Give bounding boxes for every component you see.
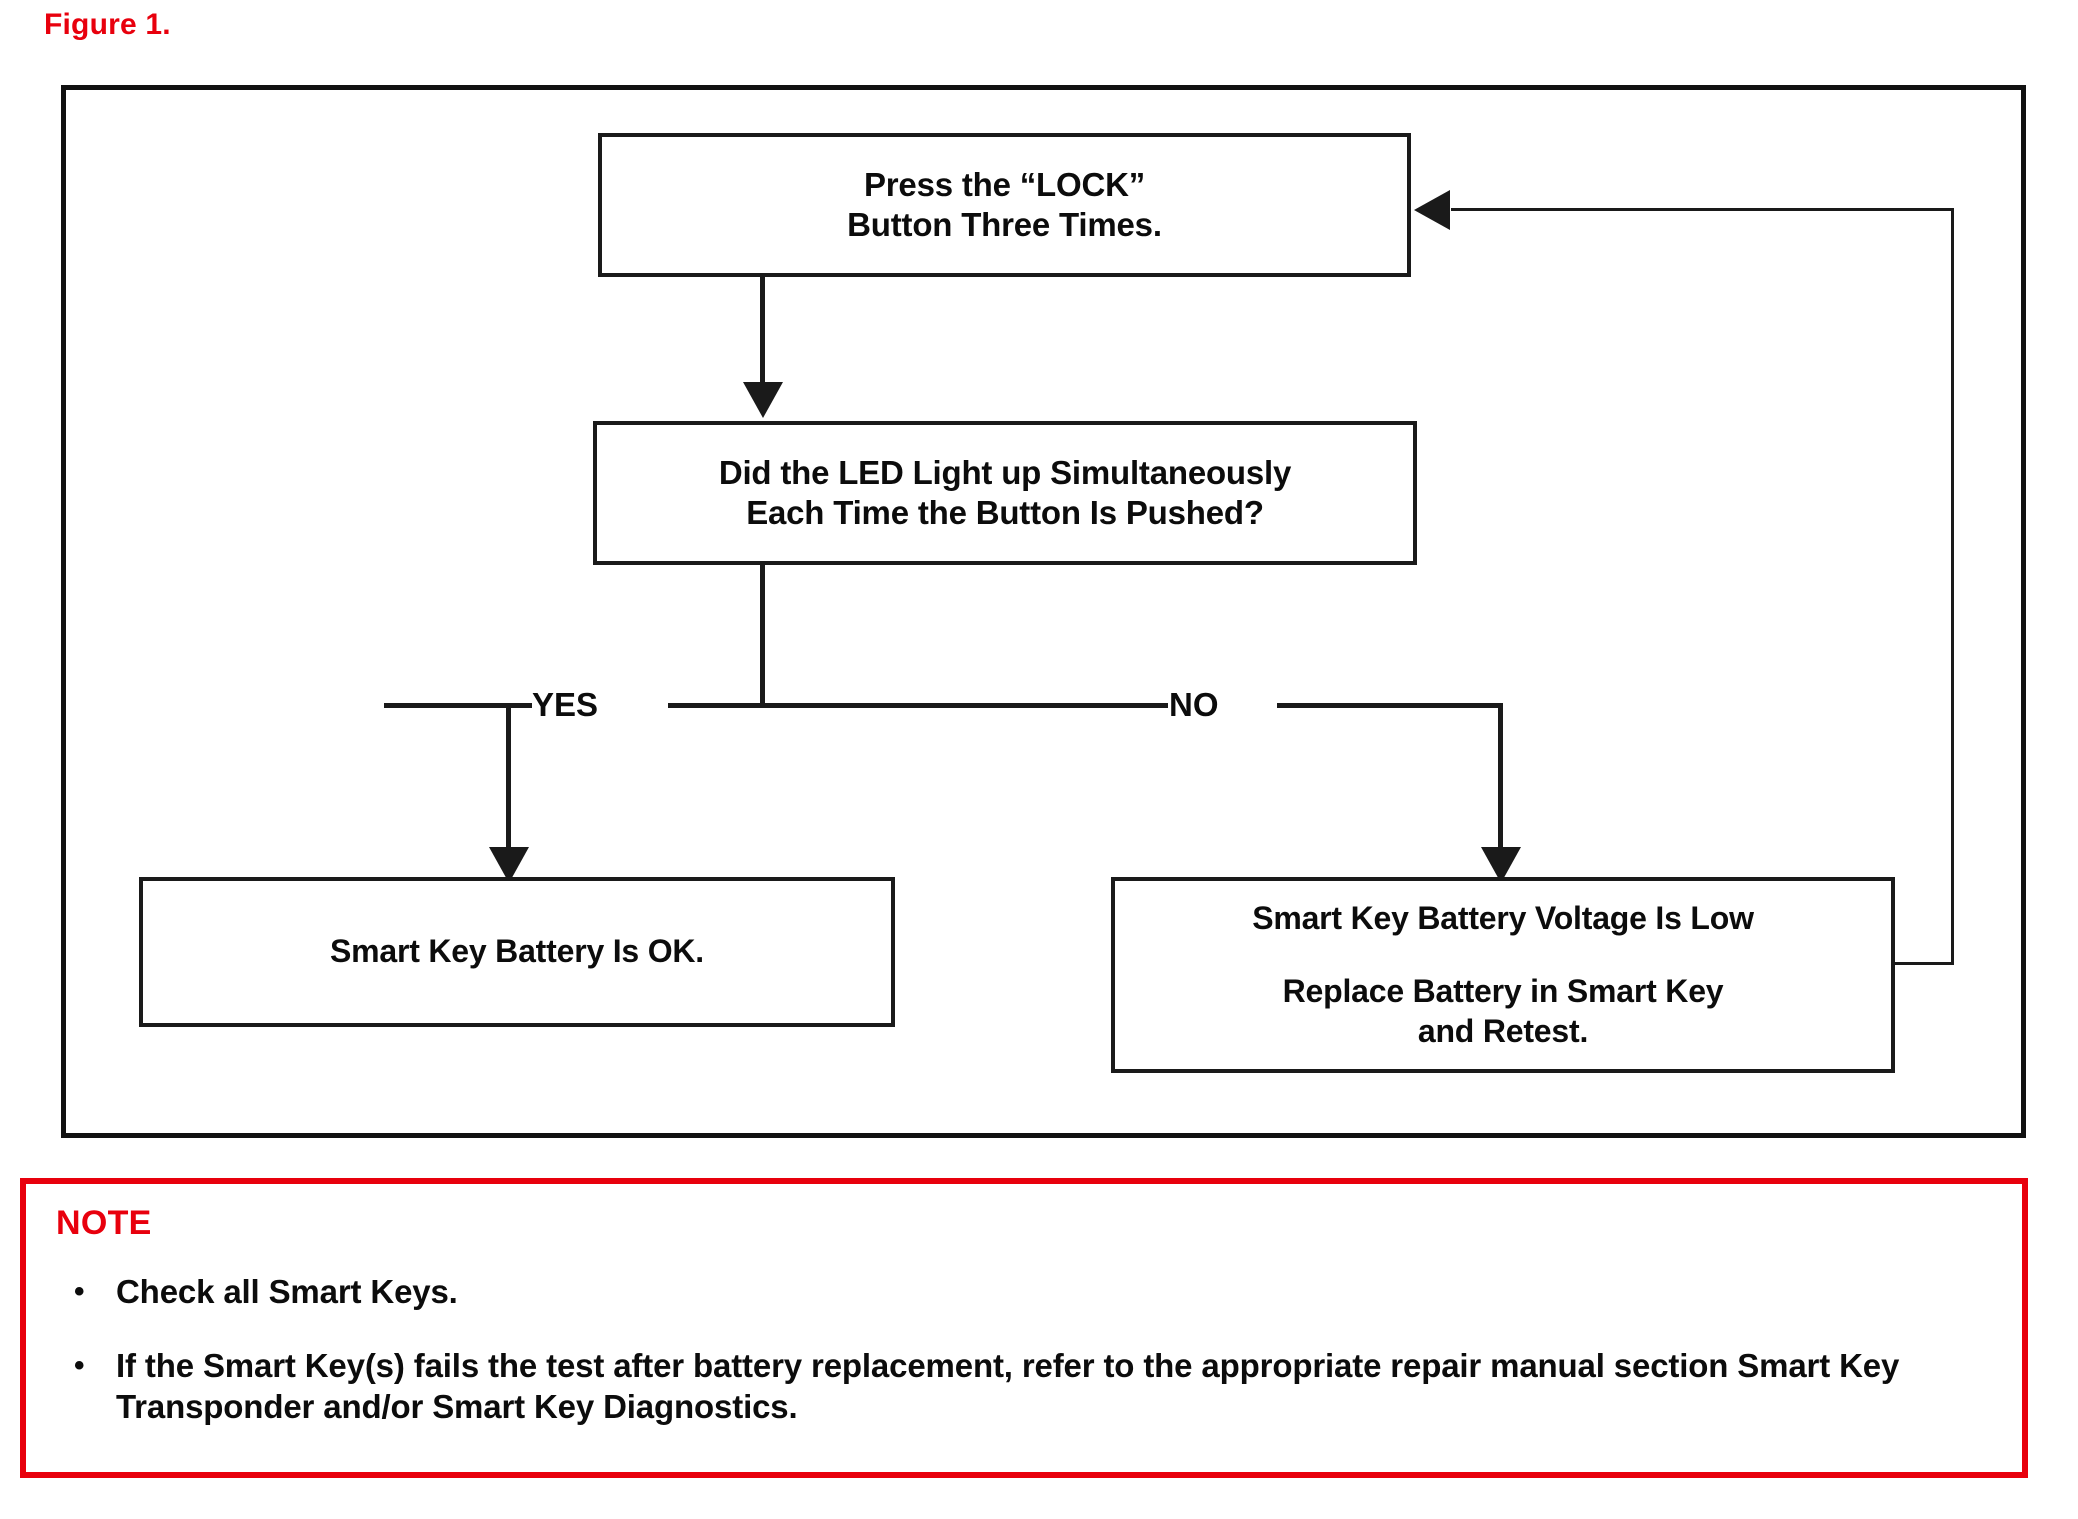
- figure-label: Figure 1.: [44, 8, 171, 41]
- flow-node-led-question-line-1: Did the LED Light up Simultaneously: [718, 453, 1292, 491]
- branch-bar-right-segment: [1277, 703, 1502, 708]
- arrow-left-icon-feedback-loop: [1414, 190, 1450, 230]
- note-list-item: • If the Smart Key(s) fails the test aft…: [74, 1346, 2004, 1428]
- connector-press-lock-to-question: [760, 277, 765, 385]
- note-title: NOTE: [56, 1204, 152, 1242]
- connector-yes-branch: [506, 703, 511, 853]
- flow-node-press-lock-line-1: Press the “LOCK”: [863, 165, 1146, 203]
- branch-label-no: NO: [1169, 686, 1219, 723]
- feedback-loop-vertical-segment: [1951, 208, 1954, 965]
- note-box: NOTE • Check all Smart Keys. • If the Sm…: [20, 1178, 2028, 1478]
- flow-node-battery-ok-line-1: Smart Key Battery Is OK.: [329, 933, 704, 970]
- feedback-loop-bottom-segment: [1895, 962, 1954, 965]
- bullet-icon: •: [74, 1349, 85, 1382]
- flow-node-led-question: Did the LED Light up Simultaneously Each…: [593, 421, 1417, 565]
- flow-node-battery-ok: Smart Key Battery Is OK.: [139, 877, 895, 1027]
- flow-node-battery-low-line-2: Replace Battery in Smart Key: [1282, 973, 1724, 1010]
- branch-bar-middle-segment: [668, 703, 1168, 708]
- connector-question-to-branch: [760, 565, 765, 705]
- flow-node-led-question-line-2: Each Time the Button Is Pushed?: [746, 494, 1264, 531]
- figure-frame: Press the “LOCK” Button Three Times. Did…: [61, 85, 2026, 1138]
- branch-bar-left-segment: [384, 703, 534, 708]
- bullet-icon: •: [74, 1275, 85, 1308]
- flow-node-battery-low: Smart Key Battery Voltage Is Low Replace…: [1111, 877, 1895, 1073]
- connector-no-branch: [1498, 703, 1503, 853]
- flow-node-battery-low-line-3: and Retest.: [1417, 1012, 1589, 1049]
- note-list-item-text: Check all Smart Keys.: [116, 1273, 458, 1310]
- arrow-down-icon-to-question: [743, 382, 783, 418]
- flow-node-press-lock-line-2: Button Three Times.: [847, 206, 1162, 243]
- flow-node-battery-low-line-1: Smart Key Battery Voltage Is Low: [1252, 900, 1754, 937]
- flow-node-press-lock: Press the “LOCK” Button Three Times.: [598, 133, 1411, 277]
- note-list-item-text: If the Smart Key(s) fails the test after…: [116, 1347, 1900, 1425]
- feedback-loop-top-segment: [1451, 208, 1954, 211]
- note-list-item: • Check all Smart Keys.: [74, 1272, 1974, 1313]
- branch-label-yes: YES: [532, 686, 599, 723]
